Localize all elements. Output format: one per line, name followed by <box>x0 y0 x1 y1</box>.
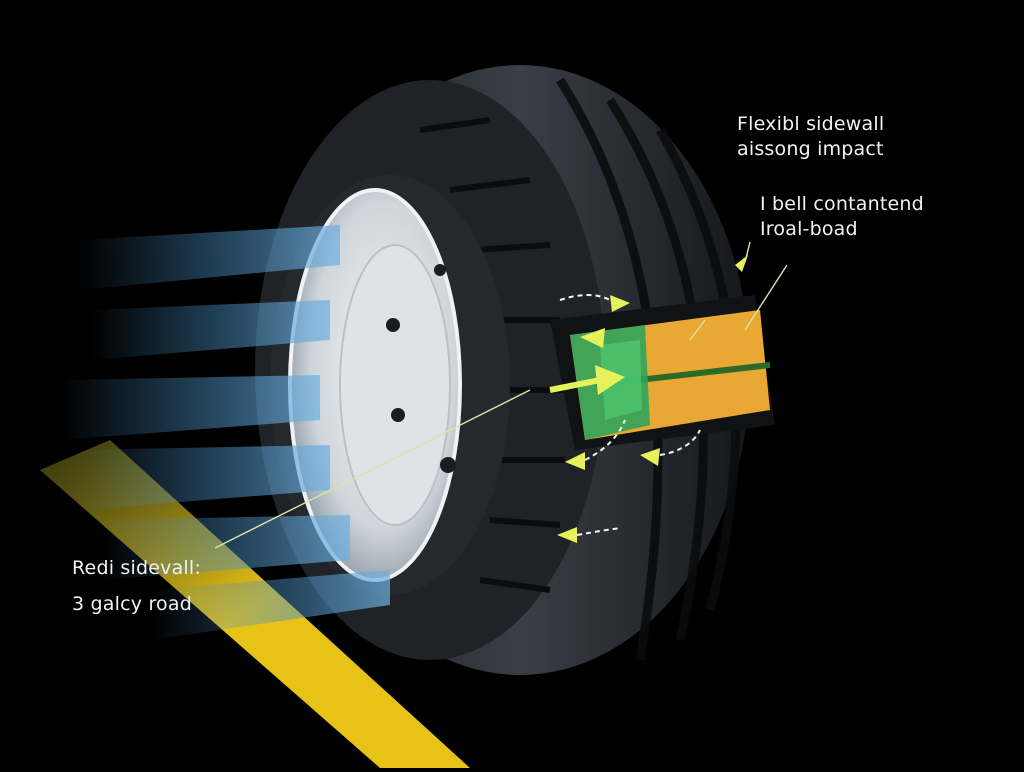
label-line: I bell contantend <box>760 193 924 215</box>
force-arrows <box>549 255 748 543</box>
label-redi-sidewall: Redi sidevall: 3 galcy road <box>72 550 201 622</box>
label-line: Flexibl sidewall <box>737 113 885 135</box>
label-bell-contantend: I bell contantend Iroal-boad <box>760 192 924 242</box>
motion-dashes <box>559 294 701 536</box>
light-beams <box>60 225 390 640</box>
tire-cutaway <box>550 295 775 450</box>
label-line: 3 galcy road <box>72 593 192 615</box>
leader-lines <box>214 241 788 549</box>
lug-nuts <box>386 264 456 473</box>
label-line: Redi sidevall: <box>72 557 201 579</box>
label-flexible-sidewall: Flexibl sidewall aissong impact <box>737 112 884 162</box>
label-line: aissong impact <box>737 138 884 160</box>
label-line: Iroal-boad <box>760 218 858 240</box>
